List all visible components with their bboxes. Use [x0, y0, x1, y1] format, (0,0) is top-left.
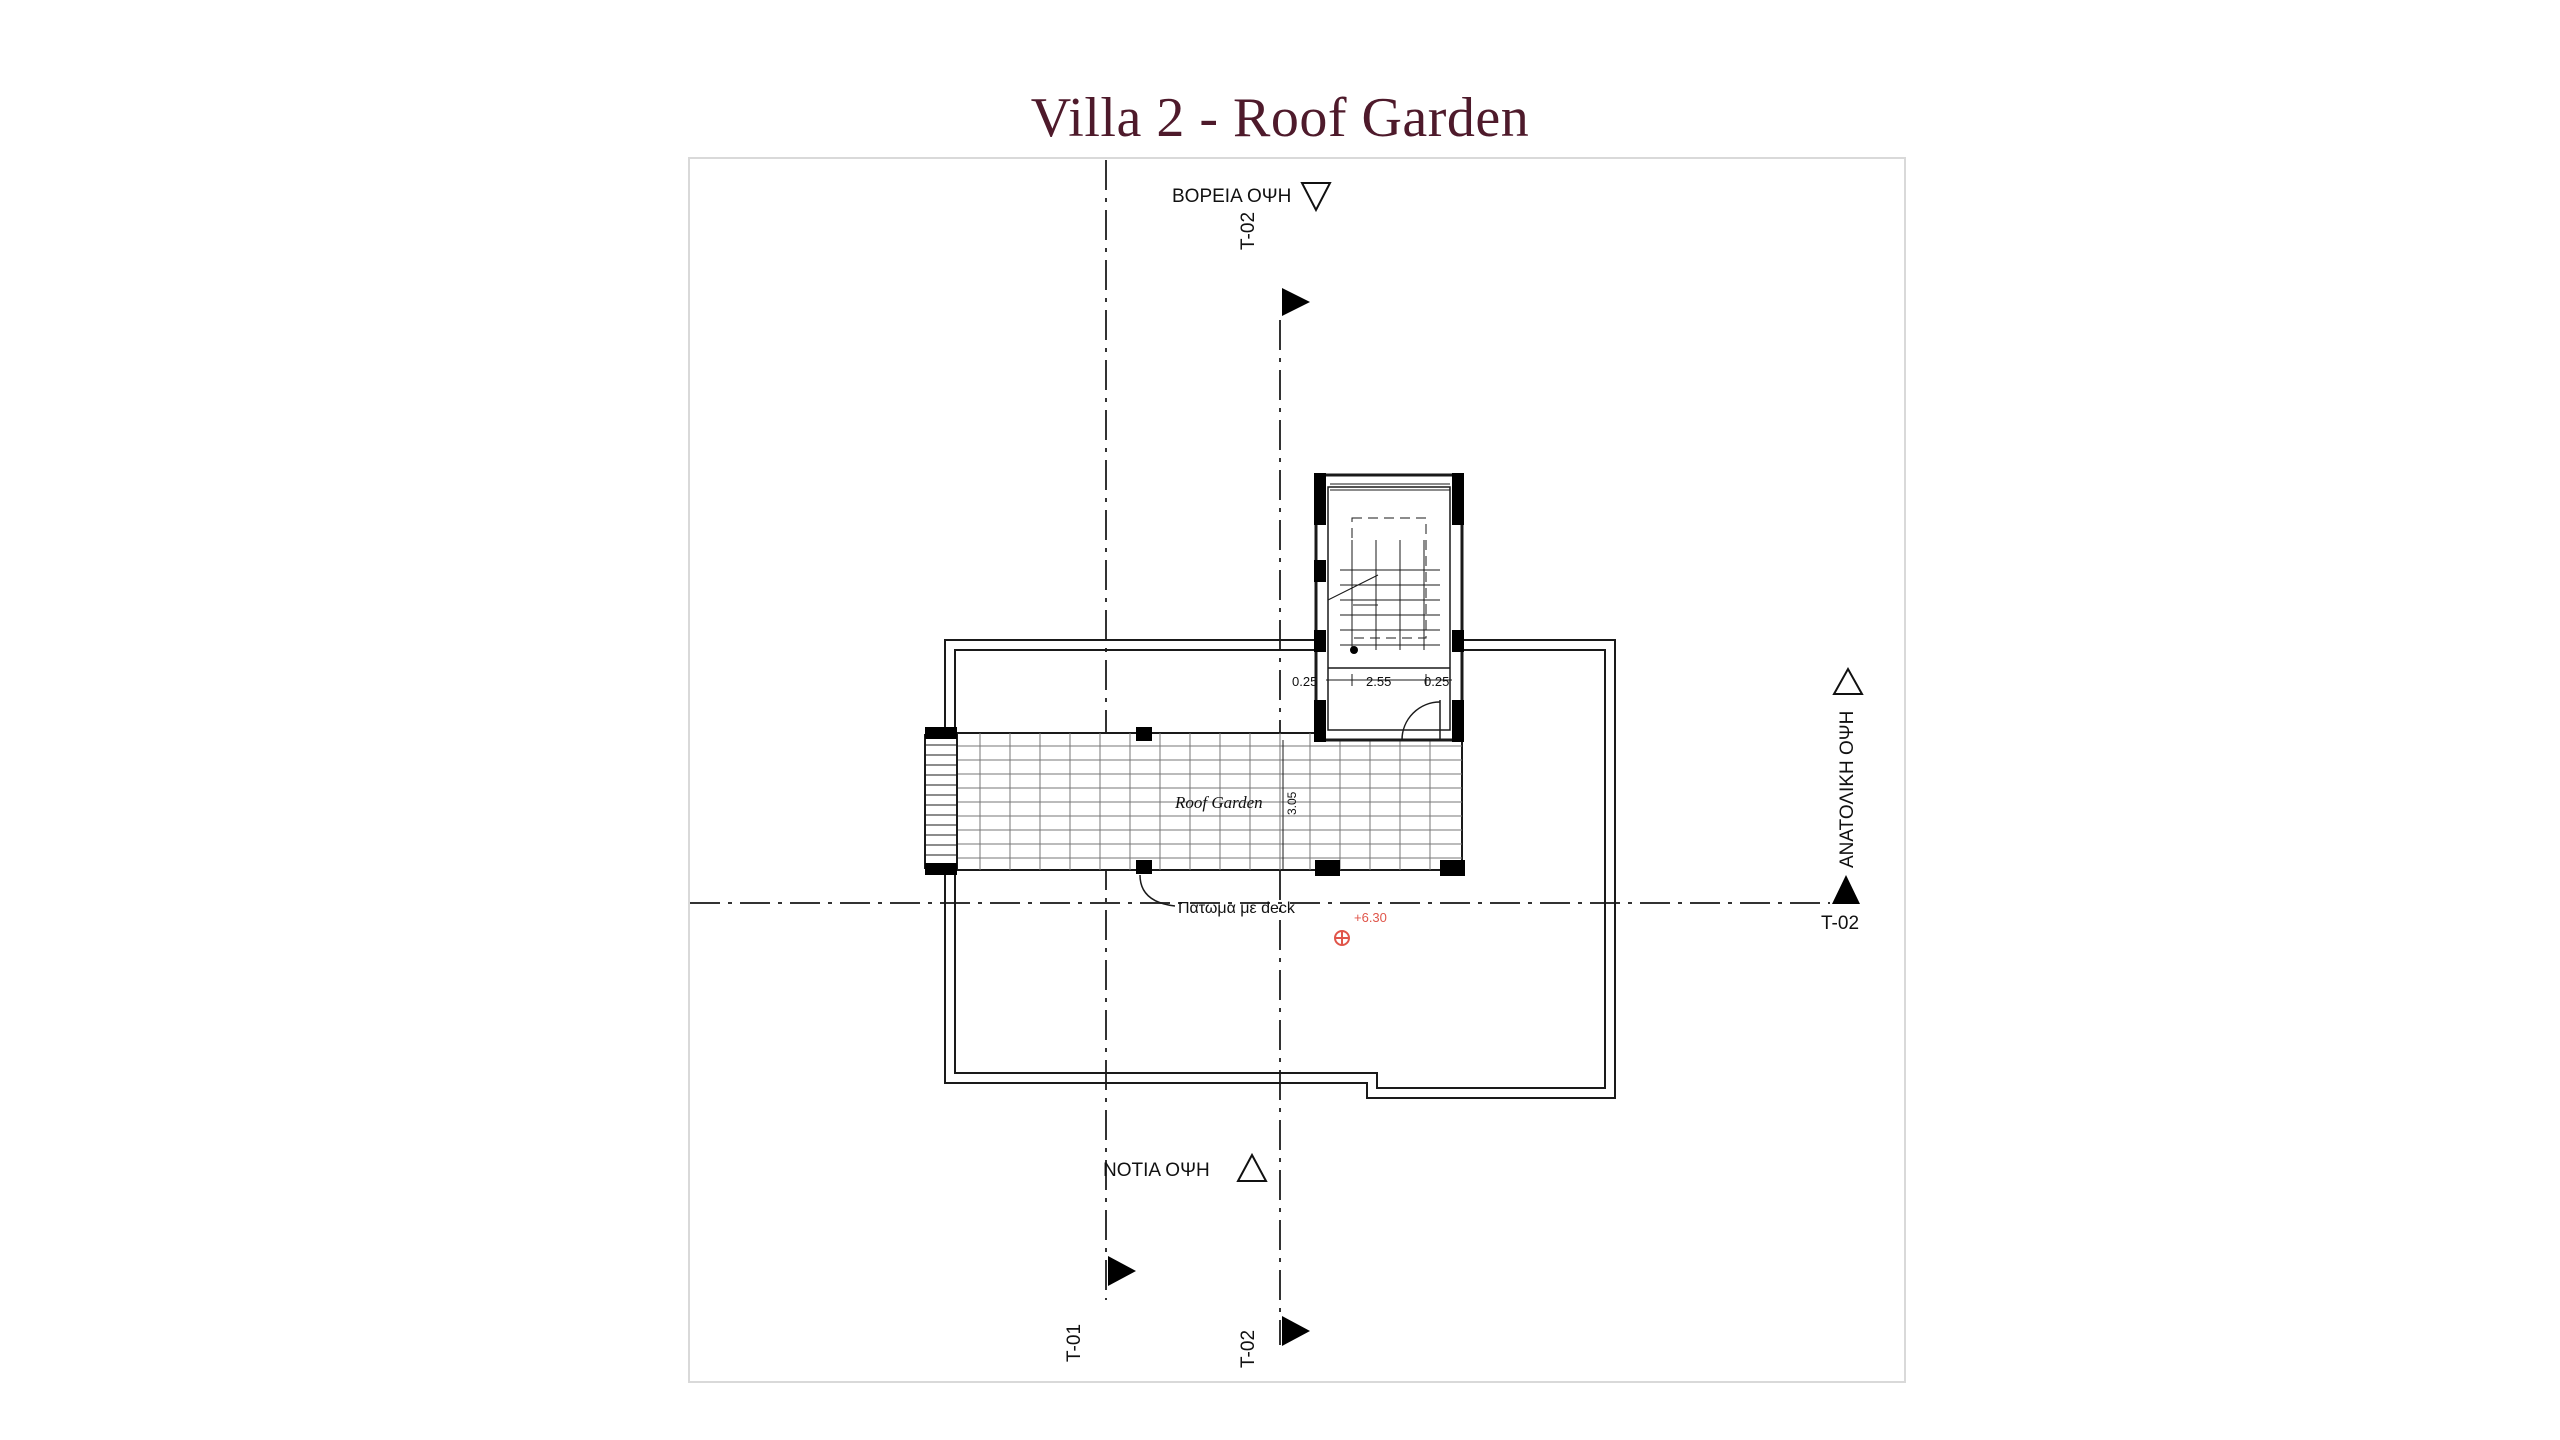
south-elevation-label: ΝΟΤΙΑ ΟΨΗ: [1103, 1160, 1210, 1181]
column: [1440, 860, 1465, 876]
section-arrow-icon: [1108, 1256, 1136, 1286]
elevation-markers: [1236, 182, 1864, 1182]
stairwell: [1282, 473, 1464, 870]
south-elevation-icon: [1236, 1152, 1268, 1182]
section-label-t02-top: T-02: [1238, 212, 1259, 250]
column: [1136, 727, 1152, 741]
section-arrow-icon: [1832, 875, 1860, 904]
north-elevation-icon: [1300, 182, 1332, 213]
column: [1136, 860, 1152, 874]
section-arrow-icon: [1282, 288, 1310, 316]
section-label-t02-bottom: T-02: [1238, 1330, 1259, 1368]
east-elevation-label: ΑΝΑΤΟΛΙΚΗ ΟΨΗ: [1837, 711, 1858, 868]
section-label-t02-right: T-02: [1821, 913, 1859, 934]
column: [925, 863, 957, 875]
section-label-t01-bottom: T-01: [1064, 1324, 1085, 1362]
dimension-right: 0.25: [1424, 674, 1449, 689]
dimension-left: 0.25: [1292, 674, 1317, 689]
level-marker-icon: [1334, 930, 1350, 946]
deck-note-label: Πατωμα με deck: [1178, 900, 1296, 917]
dimension-middle: 2.55: [1366, 674, 1391, 689]
room-label-roof-garden: Roof Garden: [1174, 793, 1263, 812]
east-elevation-icon: [1832, 666, 1864, 695]
north-elevation-label: ΒΟΡΕΙΑ ΟΨΗ: [1172, 186, 1291, 207]
drawing-frame: [688, 157, 1906, 1383]
roof-garden-deck: [924, 727, 1465, 876]
section-arrow-icon: [1282, 1316, 1310, 1346]
section-arrows: [1108, 288, 1860, 1346]
roof-outline: [944, 639, 1616, 1099]
column: [925, 727, 957, 739]
level-label: +6.30: [1354, 910, 1387, 925]
column: [1315, 860, 1340, 876]
page-title: Villa 2 - Roof Garden: [1030, 87, 1530, 149]
dimension-vertical: 3.05: [1285, 791, 1299, 815]
deck-note-leader: [1139, 874, 1176, 907]
